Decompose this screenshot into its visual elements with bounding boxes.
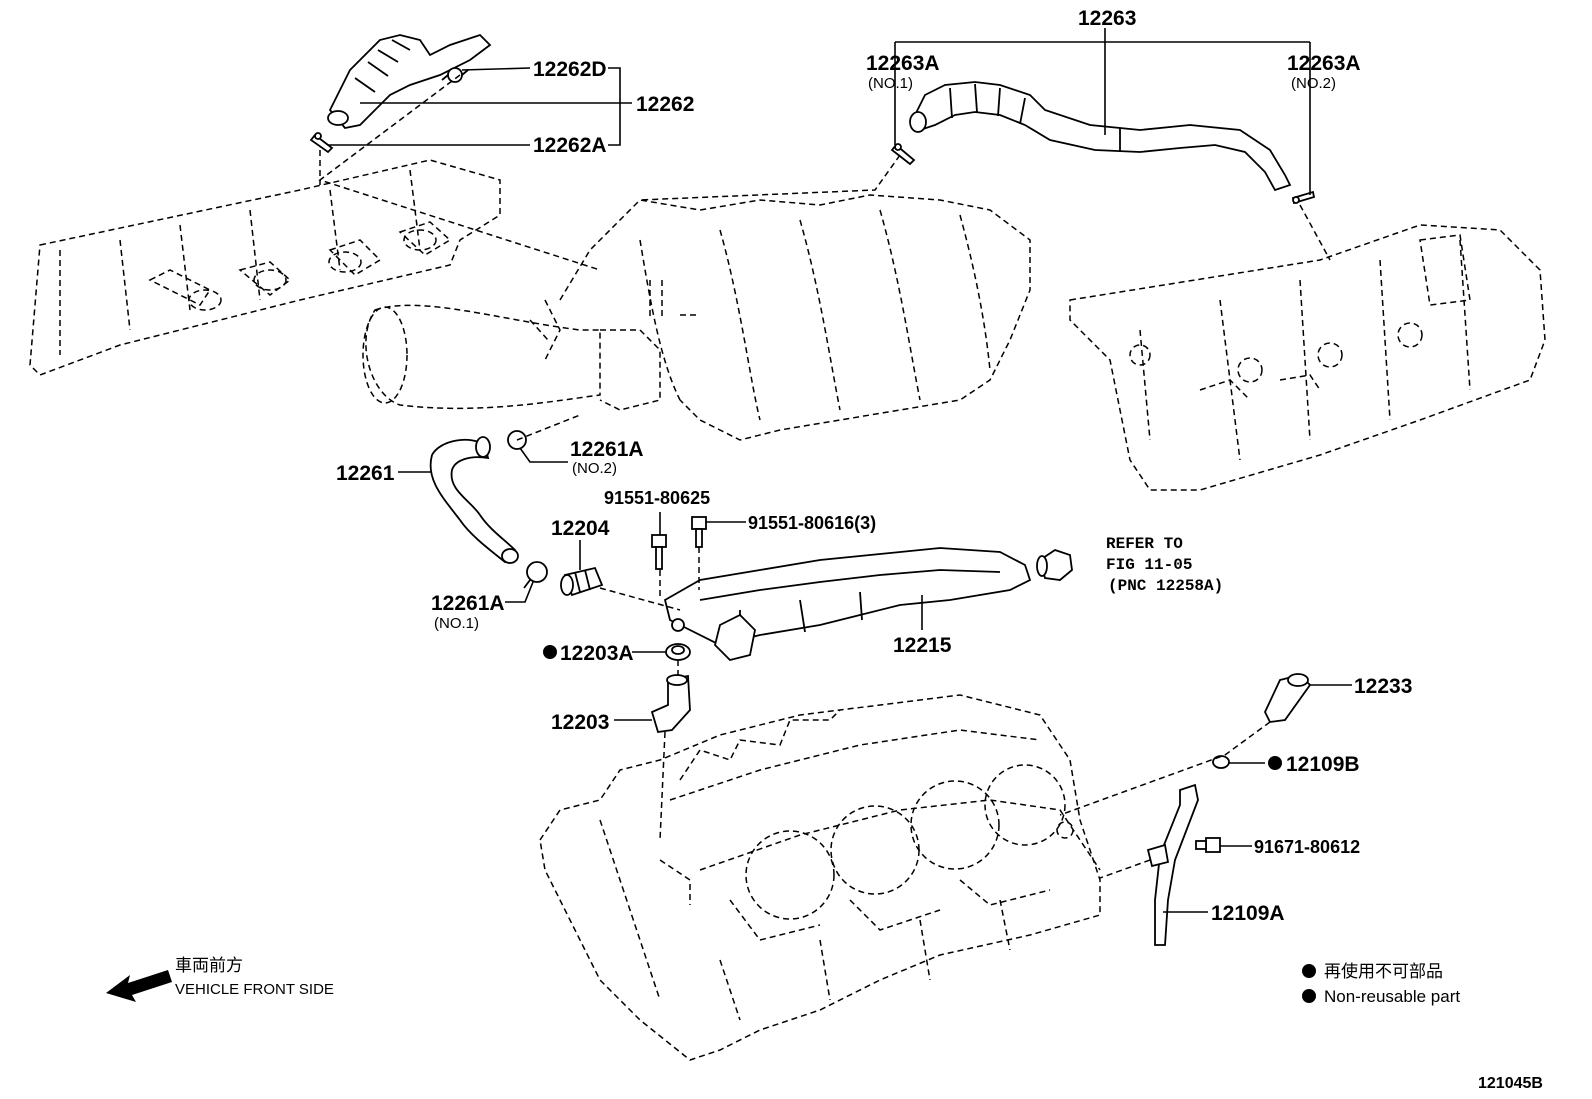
- label-12261A-no2-sub: (NO.2): [572, 460, 617, 477]
- bolt-91551-80625: [651, 534, 667, 570]
- ventilation-hose-12263: [909, 81, 1292, 192]
- left-cylinder-head-cover: [29, 159, 501, 376]
- nonreusable-mark-12109B: [1268, 756, 1282, 770]
- label-12263A-no2: 12263A: [1287, 52, 1361, 75]
- figure-id: 121045B: [1478, 1075, 1543, 1092]
- legend-mark-jp: [1302, 964, 1316, 978]
- assembly-lines: [318, 74, 1331, 879]
- clip-12261A-no2: [507, 430, 527, 450]
- label-12261A-no1-sub: (NO.1): [434, 615, 479, 632]
- label-91551-80616: 91551-80616(3): [748, 513, 876, 533]
- vehicle-front-direction: 車両前方 VEHICLE FRONT SIDE: [106, 956, 334, 1002]
- label-12204: 12204: [551, 517, 610, 540]
- clip-12262D: [441, 67, 469, 83]
- leader-lines: [328, 28, 1352, 913]
- right-cylinder-head-cover: [1069, 224, 1546, 491]
- label-12261A-no2: 12261A: [570, 438, 644, 461]
- label-12215: 12215: [893, 634, 952, 657]
- bolt-91551-80616: [691, 516, 707, 548]
- label-91551-80625: 91551-80625: [604, 488, 710, 508]
- label-12233: 12233: [1354, 675, 1412, 698]
- gasket-12203A: [665, 643, 691, 661]
- label-12262D: 12262D: [533, 58, 607, 81]
- clip-12263A-no1: [890, 143, 916, 166]
- refer-line-1: REFER TO: [1106, 535, 1183, 553]
- label-12262A: 12262A: [533, 134, 607, 157]
- hose-connector: [1036, 549, 1073, 581]
- label-12263A-no2-sub: (NO.2): [1291, 75, 1336, 92]
- label-91671-80612: 91671-80612: [1254, 837, 1360, 857]
- bolt-91671-80612: [1195, 837, 1221, 853]
- label-12263A-no1: 12263A: [866, 52, 940, 75]
- label-12203A: 12203A: [560, 642, 634, 665]
- cylinder-block: [539, 694, 1101, 1061]
- label-12203: 12203: [551, 711, 609, 734]
- o-ring-12109B: [1212, 755, 1230, 769]
- clip-12261A-no1: [523, 561, 548, 589]
- pipe-12203: [650, 674, 691, 734]
- nonreusable-mark-12203A: [543, 645, 557, 659]
- refer-line-2: FIG 11-05: [1106, 556, 1192, 574]
- label-12263A-no1-sub: (NO.1): [868, 75, 913, 92]
- label-12262: 12262: [636, 93, 694, 116]
- legend: 再使用不可部品 Non-reusable part: [1302, 961, 1460, 1006]
- front-arrow-icon: [106, 970, 172, 1002]
- ventilation-hose-12261: [429, 436, 519, 564]
- pcv-valve-12204: [560, 566, 604, 597]
- refer-line-3: (PNC 12258A): [1108, 577, 1223, 595]
- legend-text-en: Non-reusable part: [1324, 987, 1460, 1006]
- label-12109A: 12109A: [1211, 902, 1285, 925]
- gauge-guide-12109A: [1146, 783, 1199, 946]
- label-12261: 12261: [336, 462, 395, 485]
- clip-12262A: [309, 132, 334, 154]
- direction-label-jp: 車両前方: [175, 956, 243, 975]
- label-12263: 12263: [1078, 7, 1136, 30]
- legend-text-jp: 再使用不可部品: [1324, 961, 1443, 981]
- oil-separator-12215: [663, 547, 1032, 661]
- ventilation-hose-12262: [327, 33, 492, 129]
- label-12109B: 12109B: [1286, 753, 1360, 776]
- oil-level-gauge-guide-12233: [1264, 673, 1312, 723]
- clip-12263A-no2: [1291, 190, 1316, 205]
- intake-manifold: [362, 194, 1031, 441]
- label-12261A-no1: 12261A: [431, 592, 505, 615]
- legend-mark-en: [1302, 989, 1316, 1003]
- direction-label-en: VEHICLE FRONT SIDE: [175, 981, 334, 998]
